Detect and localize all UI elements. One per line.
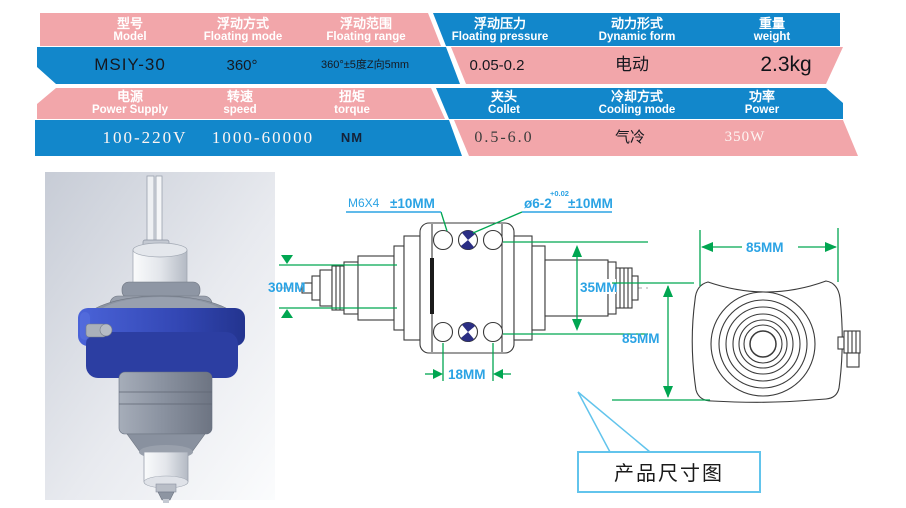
value-speed: 1000-60000 bbox=[211, 127, 315, 147]
label-30mm: 30MM bbox=[268, 280, 306, 295]
header-cooling-mode: 冷却方式 Cooling mode bbox=[598, 89, 676, 117]
front-view-fitting bbox=[837, 330, 861, 368]
header-weight: 重量 weight bbox=[753, 15, 791, 43]
value-band-row1-left bbox=[37, 47, 460, 84]
front-view-drawing bbox=[691, 280, 861, 403]
label-hole-size: ø6-2 bbox=[524, 196, 552, 211]
header-floating-range: 浮动范围 Floating range bbox=[326, 15, 406, 43]
label-35mm-backing bbox=[578, 279, 616, 294]
side-view-dimensions bbox=[279, 211, 648, 381]
value-power: 350W bbox=[724, 129, 766, 146]
label-85mm-top: 85MM bbox=[746, 240, 784, 255]
header-speed: 转速 speed bbox=[223, 89, 257, 117]
front-view-dimensions bbox=[612, 228, 839, 401]
caption-box bbox=[577, 451, 761, 493]
header-floating-pressure: 浮动压力 Floating pressure bbox=[451, 15, 549, 43]
value-collet: 0.5-6.0 bbox=[474, 128, 534, 146]
leader-hole bbox=[472, 211, 523, 234]
product-photo bbox=[45, 172, 275, 503]
front-view-body bbox=[691, 280, 843, 403]
front-view-rings bbox=[710, 291, 816, 397]
photo-collet-end bbox=[143, 451, 189, 503]
side-view-main-block bbox=[419, 222, 515, 354]
header-collet: 夹头 Collet bbox=[488, 89, 520, 117]
header-band-row2-left bbox=[37, 88, 445, 119]
value-model: MSIY-30 bbox=[94, 55, 166, 75]
header-floating-mode: 浮动方式 Floating mode bbox=[203, 15, 283, 43]
label-35mm: 35MM bbox=[580, 280, 618, 295]
value-band-row2-left bbox=[35, 120, 462, 156]
header-band-row2-right bbox=[436, 88, 843, 119]
value-floating-mode: 360° bbox=[226, 56, 258, 74]
caption-text: 产品尺寸图 bbox=[614, 462, 724, 485]
datum-hole-bottom bbox=[457, 321, 479, 343]
label-m6x4: M6X4 bbox=[348, 196, 380, 210]
value-band-row1-right bbox=[451, 47, 843, 84]
value-band-row2-right bbox=[454, 120, 858, 156]
side-view-left-flange bbox=[393, 235, 421, 341]
dimension-85mm-side bbox=[612, 282, 710, 401]
datum-hole-top bbox=[457, 229, 479, 251]
side-view-drawing bbox=[278, 222, 648, 354]
value-floating-pressure: 0.05-0.2 bbox=[469, 56, 525, 74]
value-weight: 2.3kg bbox=[760, 53, 812, 77]
header-band-row1-left bbox=[40, 13, 441, 46]
dimension-30mm bbox=[279, 255, 397, 318]
value-dynamic-form: 电动 bbox=[615, 55, 649, 75]
value-power-supply: 100-220V bbox=[102, 127, 188, 147]
header-dynamic-form: 动力形式 Dynamic form bbox=[598, 15, 676, 43]
label-18mm: 18MM bbox=[448, 367, 486, 382]
caption-callout: 产品尺寸图 bbox=[577, 391, 761, 493]
photo-top-cylinder bbox=[132, 242, 188, 285]
side-view-slot bbox=[430, 258, 434, 314]
callout-leader-left bbox=[577, 391, 611, 453]
leader-m6x4 bbox=[440, 211, 448, 232]
label-85mm-side: 85MM bbox=[622, 331, 660, 346]
header-power-supply: 电源 Power Supply bbox=[91, 89, 169, 117]
header-model: 型号 Model bbox=[113, 15, 147, 43]
photo-lower-body bbox=[118, 371, 213, 459]
dimension-85mm-top bbox=[699, 228, 839, 286]
value-torque: NM bbox=[340, 130, 364, 146]
header-power: 功率 Power bbox=[744, 89, 780, 117]
header-band-row1-right bbox=[433, 13, 840, 46]
value-cooling-mode: 气冷 bbox=[614, 129, 646, 147]
header-torque: 扭矩 torque bbox=[334, 89, 370, 117]
dimension-35mm bbox=[503, 241, 648, 335]
callout-leader-right bbox=[577, 391, 651, 453]
label-hole-tolerance: ±10MM bbox=[568, 196, 613, 211]
label-m6x4-tolerance: ±10MM bbox=[390, 196, 435, 211]
dimension-drawings: M6X4 ±10MM ø6-2 +0.02 ±10MM 30MM 35MM 18… bbox=[45, 172, 861, 503]
label-hole-superscript: +0.02 bbox=[550, 189, 569, 198]
dimension-18mm bbox=[425, 343, 511, 381]
value-floating-range: 360°±5度Z向5mm bbox=[320, 59, 410, 72]
photo-blue-clamp bbox=[78, 308, 245, 378]
side-view-holes bbox=[432, 229, 504, 343]
